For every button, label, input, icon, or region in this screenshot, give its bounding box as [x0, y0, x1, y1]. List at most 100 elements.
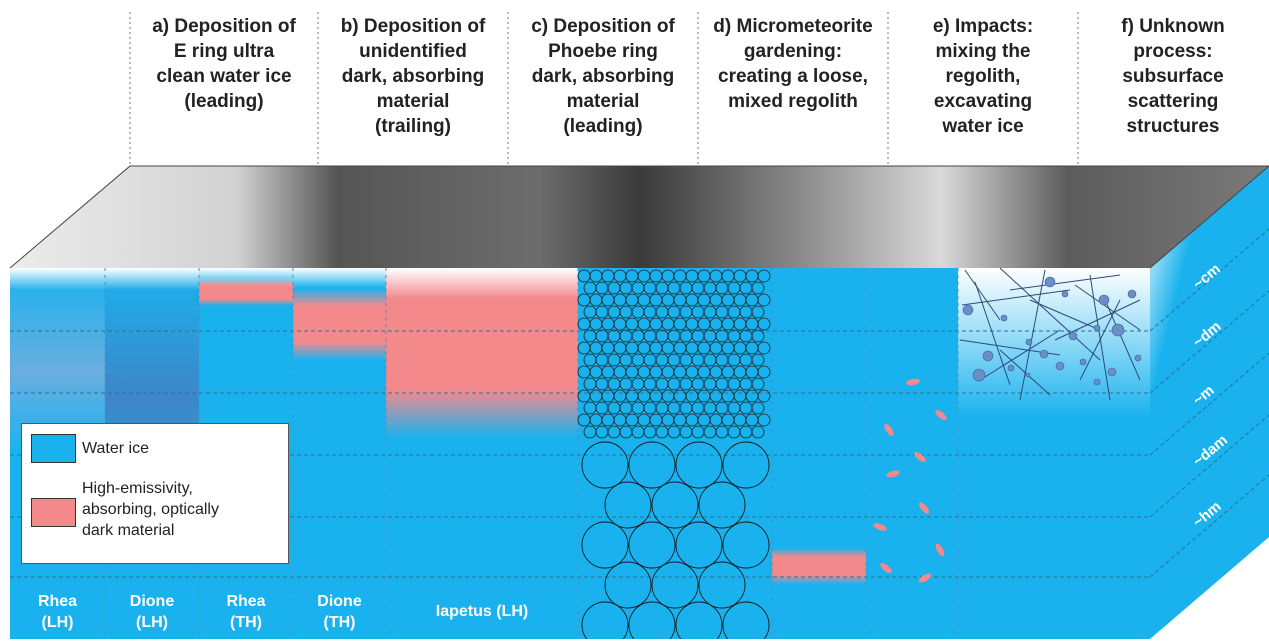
ejecta-speck	[935, 543, 945, 557]
large-grain	[604, 561, 652, 609]
scatter-structure	[1079, 299, 1121, 381]
block-top-edge	[9, 165, 1269, 269]
ejecta-speck	[935, 409, 947, 421]
ejecta-speck	[918, 573, 932, 583]
scatter-structure	[1089, 274, 1111, 401]
scatter-bubble	[1107, 367, 1117, 377]
label-rhea-lh: Rhea (LH)	[37, 593, 78, 631]
header-micrometeorite-gardening: d) Micrometeorite gardening: creating a …	[713, 16, 873, 112]
scatter-structure	[1009, 274, 1121, 291]
large-grain	[628, 441, 676, 489]
ejecta-speck	[880, 562, 892, 574]
depth-boundary-side-line	[1149, 474, 1269, 578]
scatter-bubble	[1007, 364, 1015, 372]
large-grain	[698, 481, 746, 529]
dark-material-legend-label: High-emissivity, absorbing, optically da…	[82, 480, 219, 539]
header-impacts: e) Impacts: mixing the regolith, excavat…	[932, 16, 1034, 137]
large-grain	[581, 521, 629, 569]
scattering-zone	[958, 268, 1150, 418]
header-e-ring-deposition: a) Deposition of E ring ultra clean wate…	[152, 16, 296, 112]
small-grain	[757, 269, 771, 283]
ejecta-speck	[918, 502, 930, 514]
ejecta-speck	[884, 424, 894, 436]
label-rhea-th: Rhea (TH)	[226, 593, 266, 631]
scatter-bubble	[1055, 361, 1065, 371]
scatter-bubble	[972, 368, 986, 382]
large-grain	[722, 521, 770, 569]
depth-boundary-side-line	[1149, 290, 1269, 394]
small-grain	[757, 293, 771, 307]
large-grain	[675, 601, 723, 644]
scatter-structure	[999, 349, 1051, 396]
scatter-structure	[1019, 269, 1046, 401]
iapetus-lh-band	[386, 268, 578, 438]
large-grain	[628, 601, 676, 644]
small-grain	[751, 353, 765, 367]
scatter-structure	[979, 329, 1061, 381]
header-unknown-process: f) Unknown process: subsurface scatterin…	[1121, 16, 1225, 137]
scatter-bubble	[1025, 372, 1031, 378]
scatter-bubble	[1061, 290, 1069, 298]
scatter-bubble	[962, 304, 974, 316]
block-side-face	[1150, 166, 1269, 639]
small-grain	[751, 377, 765, 391]
scatter-structure	[1029, 299, 1101, 331]
large-grain	[581, 441, 629, 489]
small-grain	[751, 329, 765, 343]
block-corner-edge	[1149, 165, 1269, 269]
large-grain	[675, 521, 723, 569]
depth-boundary-side-line	[1149, 228, 1269, 332]
label-dione-th: Dione (TH)	[317, 593, 362, 631]
ejecta-speck	[873, 523, 887, 531]
small-grain	[751, 281, 765, 295]
scatter-bubble	[1025, 338, 1033, 346]
mixed-regolith-band	[772, 548, 866, 584]
scatter-bubble	[1039, 349, 1049, 359]
scatter-bubble	[1068, 331, 1078, 341]
surface-top-face	[10, 166, 1269, 268]
scatter-bubble	[1111, 323, 1125, 337]
scatter-structure	[974, 281, 1011, 386]
large-grain	[675, 441, 723, 489]
depth-boundary-side-line	[1149, 352, 1269, 456]
label-iapetus-lh: Iapetus (LH)	[435, 603, 529, 620]
dark-material-swatch	[31, 498, 76, 527]
small-grain	[751, 425, 765, 439]
scatter-structure	[964, 269, 1001, 321]
small-grain	[757, 317, 771, 331]
scatter-structure	[1054, 299, 1141, 341]
large-grain	[722, 441, 770, 489]
scatter-bubble	[1134, 354, 1142, 362]
scatter-structure	[999, 267, 1101, 361]
scatter-bubble	[1079, 358, 1087, 366]
ejecta-speck	[906, 378, 920, 386]
dione-th-band	[293, 288, 386, 360]
scatter-bubble	[1093, 378, 1101, 386]
scatter-bubble	[1127, 289, 1137, 299]
large-grain	[604, 481, 652, 529]
ejecta-speck	[914, 451, 926, 463]
small-grain	[757, 341, 771, 355]
scatter-bubble	[1098, 294, 1110, 306]
depth-boundary-side-line	[1149, 414, 1269, 518]
ejecta-speck	[886, 470, 900, 478]
scatter-bubble	[982, 350, 994, 362]
scatter-structure	[1074, 284, 1141, 331]
small-grain	[751, 401, 765, 415]
small-grain	[757, 365, 771, 379]
large-grain	[581, 601, 629, 644]
small-grain	[757, 389, 771, 403]
water-ice-legend-label: Water ice	[82, 440, 149, 457]
large-grain	[651, 481, 699, 529]
large-grain	[722, 601, 770, 644]
small-grain	[751, 305, 765, 319]
large-grain	[628, 521, 676, 569]
scatter-bubble	[1000, 314, 1008, 322]
scatter-bubble	[1044, 276, 1056, 288]
label-dione-lh: Dione (LH)	[129, 593, 175, 631]
legend: Water ice High-emissivity, absorbing, op…	[21, 423, 289, 564]
small-grain	[757, 413, 771, 427]
water-ice-swatch	[31, 434, 76, 463]
scatter-bubble	[1093, 324, 1101, 332]
